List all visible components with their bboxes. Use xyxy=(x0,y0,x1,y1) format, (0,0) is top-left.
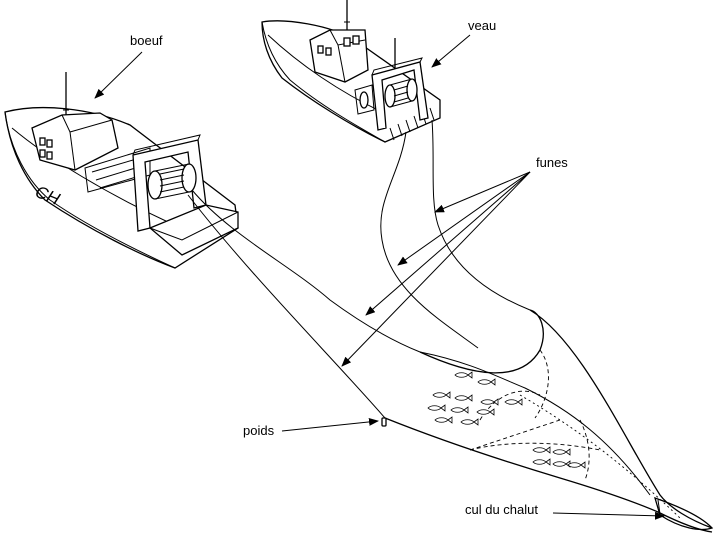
warp-veau-upper xyxy=(380,131,479,349)
fish-school xyxy=(427,371,586,469)
label-poids: poids xyxy=(243,423,275,438)
label-boeuf: boeuf xyxy=(130,33,163,48)
boeuf-winch-drum xyxy=(147,170,163,200)
label-cul-du-chalut-group: cul du chalut xyxy=(465,502,665,520)
warp-boeuf-upper xyxy=(191,189,421,353)
warp-boeuf-lower xyxy=(187,194,386,419)
weight-marker xyxy=(381,417,387,427)
boat-boeuf: CH xyxy=(4,72,239,269)
codend xyxy=(654,496,714,531)
label-veau: veau xyxy=(468,18,496,33)
boeuf-wheelhouse xyxy=(31,112,119,171)
veau-hull xyxy=(261,20,441,143)
boat-veau xyxy=(261,0,441,143)
warp-veau-lower xyxy=(431,119,531,311)
label-veau-group: veau xyxy=(431,18,496,68)
net-lower-edge xyxy=(384,417,713,533)
label-funes: funes xyxy=(536,155,568,170)
label-poids-group: poids xyxy=(243,417,379,438)
veau-winch-drum xyxy=(384,84,396,108)
label-funes-group: funes xyxy=(341,155,568,367)
trawl-net xyxy=(384,309,714,533)
label-boeuf-group: boeuf xyxy=(94,33,163,99)
net-upper-edge xyxy=(419,309,713,529)
veau-gantry xyxy=(371,61,429,131)
label-cul-du-chalut: cul du chalut xyxy=(465,502,538,517)
warps xyxy=(187,119,531,419)
boeuf-gantry xyxy=(132,139,207,232)
